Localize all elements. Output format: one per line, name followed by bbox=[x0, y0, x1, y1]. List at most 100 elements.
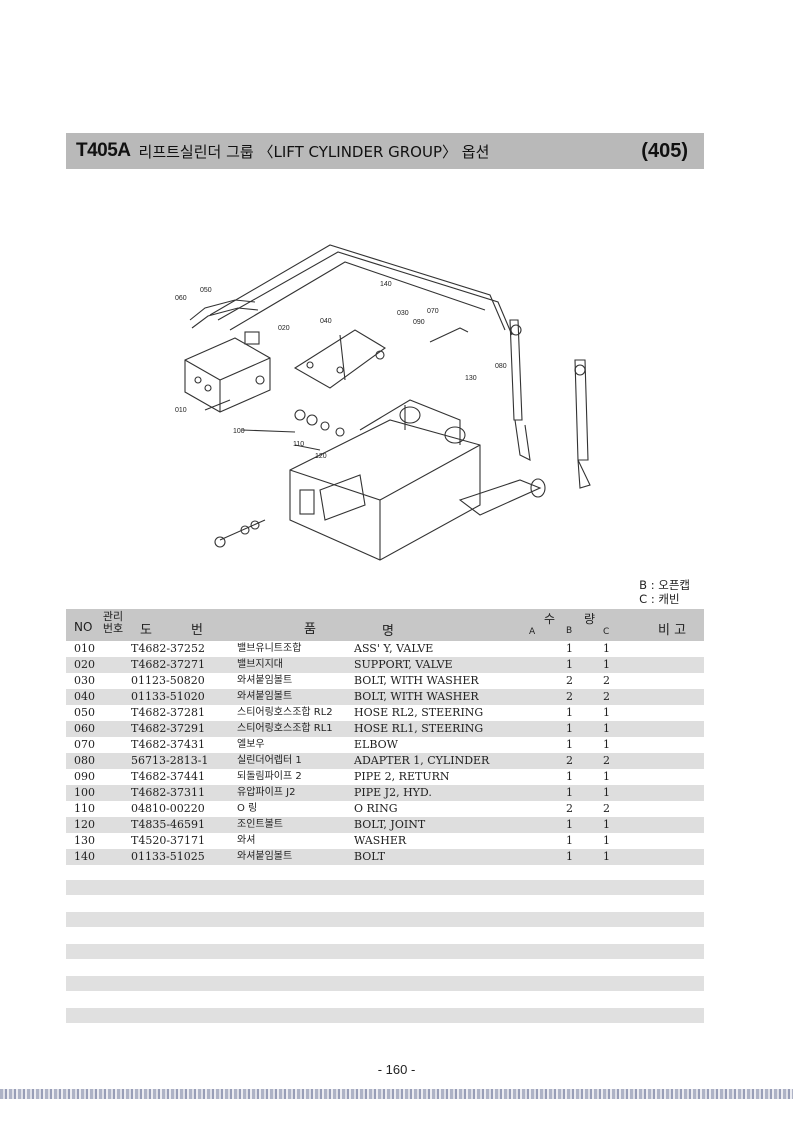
part-no: 060 bbox=[74, 722, 95, 735]
part-name-en: HOSE RL2, STEERING bbox=[354, 706, 484, 719]
part-name-kr: 밸브지지대 bbox=[237, 659, 283, 670]
part-name-en: ADAPTER 1, CYLINDER bbox=[354, 754, 490, 767]
part-name-en: BOLT bbox=[354, 850, 386, 863]
qty-c: 2 bbox=[603, 802, 610, 815]
qty-c: 1 bbox=[603, 834, 610, 847]
part-name-kr: 스티어링호스조합 RL2 bbox=[237, 707, 333, 718]
lift-rod-shape bbox=[574, 359, 591, 489]
callout-120: 120 bbox=[315, 453, 327, 460]
qty-c: 1 bbox=[603, 658, 610, 671]
callout-060: 060 bbox=[175, 295, 187, 302]
part-name-en: SUPPORT, VALVE bbox=[354, 658, 453, 671]
part-name-en: PIPE J2, HYD. bbox=[354, 786, 432, 799]
callout-050: 050 bbox=[200, 287, 212, 294]
qty-b: 1 bbox=[566, 850, 573, 863]
part-name-kr: 와셔붙임볼트 bbox=[237, 691, 293, 702]
part-code: 56713-2813-1 bbox=[131, 754, 209, 767]
qty-b: 2 bbox=[566, 674, 573, 687]
group-title: 리프트실린더 그룹 〈LIFT CYLINDER GROUP〉 옵션 bbox=[138, 142, 490, 161]
part-name-kr: 와셔붙임볼트 bbox=[237, 675, 293, 686]
part-code: T4682-37441 bbox=[131, 770, 206, 783]
part-code: T4835-46591 bbox=[131, 818, 206, 831]
header-col-b: B bbox=[566, 626, 573, 636]
qty-b: 1 bbox=[566, 818, 573, 831]
part-name-en: BOLT, WITH WASHER bbox=[354, 674, 479, 687]
header-remarks: 비 고 bbox=[658, 623, 687, 638]
support-plate-shape bbox=[293, 329, 386, 389]
lift-housing-shape bbox=[289, 399, 546, 561]
qty-c: 1 bbox=[603, 706, 610, 719]
part-name-en: BOLT, JOINT bbox=[354, 818, 426, 831]
part-code: 01133-51025 bbox=[131, 850, 205, 863]
legend-open-cab: B : 오픈캡 bbox=[639, 578, 690, 592]
callout-070: 070 bbox=[427, 308, 439, 315]
header-no: NO bbox=[74, 620, 93, 634]
blank-row bbox=[66, 1008, 704, 1023]
callout-090: 090 bbox=[413, 319, 425, 326]
part-name-kr: 스티어링호스조합 RL1 bbox=[237, 723, 333, 734]
blank-row bbox=[66, 912, 704, 927]
header-col-a: A bbox=[529, 627, 536, 637]
part-name-en: ASS' Y, VALVE bbox=[354, 642, 434, 655]
part-no: 080 bbox=[74, 754, 95, 767]
part-name-kr: 엘보우 bbox=[237, 739, 265, 750]
parts-table-header: NO 관리 번호 도 번 품 명 수 량 A B C 비 고 bbox=[66, 609, 704, 641]
part-no: 120 bbox=[74, 818, 95, 831]
part-name-kr: 유압파이프 J2 bbox=[237, 787, 296, 798]
scan-artifact-strip bbox=[0, 1089, 793, 1099]
part-no: 130 bbox=[74, 834, 95, 847]
header-name: 명 bbox=[382, 624, 394, 639]
part-code: 01133-51020 bbox=[131, 690, 205, 703]
part-no: 090 bbox=[74, 770, 95, 783]
valve-unit-shape bbox=[184, 331, 271, 413]
part-name-en: HOSE RL1, STEERING bbox=[354, 722, 484, 735]
part-code: T4682-37252 bbox=[131, 642, 206, 655]
part-code: 01123-50820 bbox=[131, 674, 205, 687]
pipe-line bbox=[209, 244, 506, 331]
header-number: 번 bbox=[191, 623, 203, 638]
qty-b: 1 bbox=[566, 658, 573, 671]
header-management-number: 관리 번호 bbox=[102, 610, 124, 635]
header-quantity-2: 량 bbox=[584, 612, 596, 626]
part-name-kr: O 링 bbox=[237, 803, 258, 814]
qty-b: 1 bbox=[566, 642, 573, 655]
header-col-c: C bbox=[603, 627, 610, 637]
qty-b: 1 bbox=[566, 834, 573, 847]
callout-140: 140 bbox=[380, 281, 392, 288]
part-code: T4682-37311 bbox=[131, 786, 206, 799]
blank-row bbox=[66, 976, 704, 991]
qty-c: 1 bbox=[603, 850, 610, 863]
qty-c: 1 bbox=[603, 738, 610, 751]
part-name-en: BOLT, WITH WASHER bbox=[354, 690, 479, 703]
lift-cylinder-shape bbox=[509, 319, 531, 461]
part-no: 100 bbox=[74, 786, 95, 799]
part-name-en: PIPE 2, RETURN bbox=[354, 770, 450, 783]
legend-cabin: C : 캐빈 bbox=[639, 592, 680, 606]
qty-b: 1 bbox=[566, 706, 573, 719]
qty-b: 1 bbox=[566, 738, 573, 751]
page-number: - 160 - bbox=[377, 1062, 416, 1077]
part-name-kr: 되돌림파이프 2 bbox=[237, 771, 302, 782]
part-code: T4682-37281 bbox=[131, 706, 206, 719]
qty-c: 1 bbox=[603, 818, 610, 831]
callout-010: 010 bbox=[175, 407, 187, 414]
qty-c: 2 bbox=[603, 674, 610, 687]
part-name-en: O RING bbox=[354, 802, 398, 815]
header-quantity-1: 수 bbox=[544, 612, 556, 626]
part-name-kr: 와셔붙임볼트 bbox=[237, 851, 293, 862]
qty-b: 1 bbox=[566, 722, 573, 735]
part-name-kr: 실린더어렙터 1 bbox=[237, 755, 302, 766]
part-code: T4682-37431 bbox=[131, 738, 206, 751]
part-name-en: WASHER bbox=[354, 834, 407, 847]
qty-c: 1 bbox=[603, 722, 610, 735]
group-code: T405A bbox=[76, 140, 131, 161]
exploded-parts-diagram: 060 050 140 030 070 090 040 020 010 100 … bbox=[175, 244, 591, 561]
